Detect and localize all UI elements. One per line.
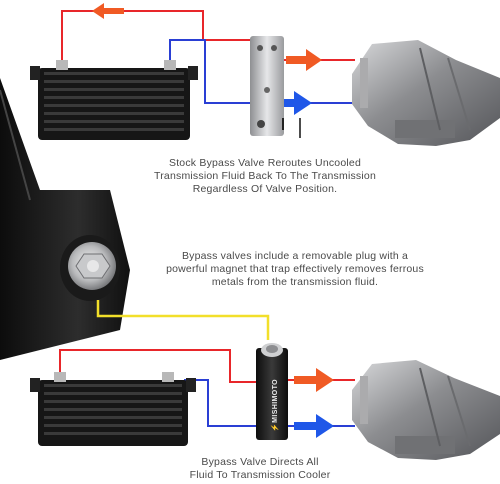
caption-line: Stock Bypass Valve Reroutes Uncooled xyxy=(168,157,362,169)
caption-line: powerful magnet that trap effectively re… xyxy=(166,263,424,275)
top-hot-line xyxy=(61,10,250,68)
top-hot-arrow-icon xyxy=(286,49,322,71)
caption-line: metals from the transmission fluid. xyxy=(211,276,379,288)
magnetic-plug-section xyxy=(0,78,270,360)
caption-line: Transmission Fluid Back To The Transmiss… xyxy=(154,170,376,182)
caption-stock-bypass: Stock Bypass Valve Reroutes Uncooled Tra… xyxy=(120,157,410,196)
bottom-cool-arrow-icon xyxy=(294,414,334,438)
removable-magnet-plug-icon xyxy=(60,235,120,301)
bypass-valve-section: ⚡MISHIMOTO xyxy=(30,343,500,460)
top-return-arrow-icon xyxy=(92,3,124,19)
bottom-transmission-cooler xyxy=(30,372,196,446)
valve-brand-text: ⚡MISHIMOTO xyxy=(270,379,279,432)
bottom-hot-arrow-icon xyxy=(294,368,334,392)
caption-bypass-valve: Bypass Valve Directs All Fluid To Transm… xyxy=(160,456,360,482)
magnet-callout-line xyxy=(96,300,270,340)
caption-magnetic-plug: Bypass valves include a removable plug w… xyxy=(140,250,450,289)
top-cool-line xyxy=(169,39,252,104)
top-transmission-cooler xyxy=(30,60,198,140)
caption-line: Fluid To Transmission Cooler xyxy=(189,469,331,481)
stock-bypass-valve xyxy=(250,36,284,136)
bottom-transmission xyxy=(352,360,500,460)
caption-line: Bypass Valve Directs All xyxy=(201,456,319,468)
stock-bypass-section xyxy=(30,3,500,146)
top-transmission xyxy=(352,40,500,146)
caption-line: Regardless Of Valve Position. xyxy=(192,183,338,195)
caption-line: Bypass valves include a removable plug w… xyxy=(181,250,409,262)
mishimoto-bypass-valve: ⚡MISHIMOTO xyxy=(256,343,288,440)
bottom-hot-line xyxy=(59,349,258,383)
